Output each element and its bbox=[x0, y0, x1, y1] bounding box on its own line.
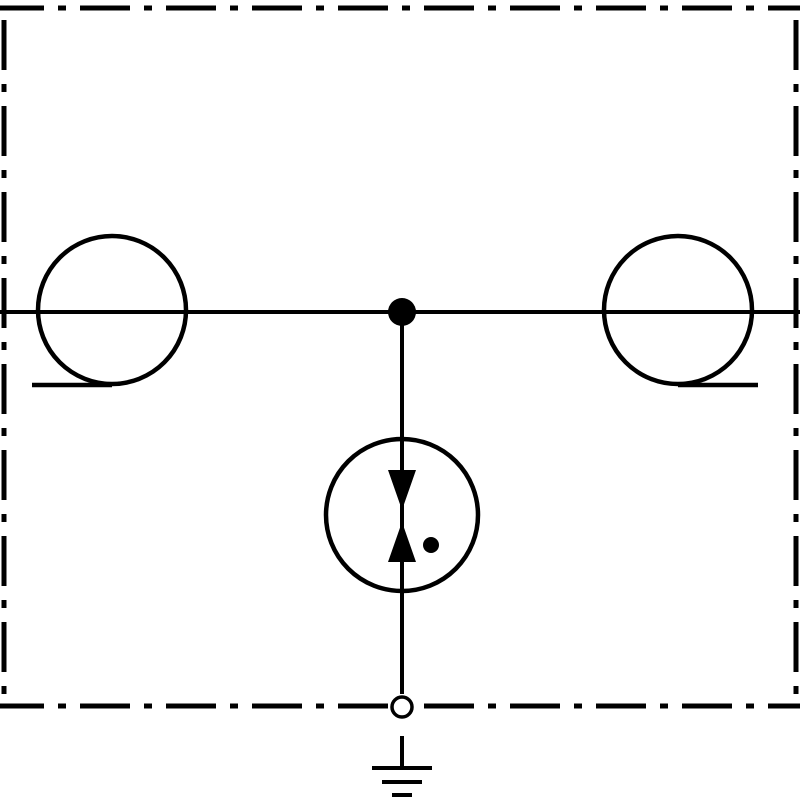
earth-ground-icon bbox=[372, 736, 432, 797]
open-terminal-icon bbox=[390, 695, 414, 719]
enclosure-boundary bbox=[0, 5, 800, 709]
downward-arrow-icon bbox=[388, 470, 416, 510]
gas-discharge-tube-icon bbox=[323, 436, 481, 594]
right-coil-icon bbox=[601, 233, 758, 388]
upward-arrow-icon bbox=[388, 522, 416, 562]
left-coil-icon bbox=[32, 233, 189, 388]
gas-fill-dot-icon bbox=[423, 537, 439, 553]
